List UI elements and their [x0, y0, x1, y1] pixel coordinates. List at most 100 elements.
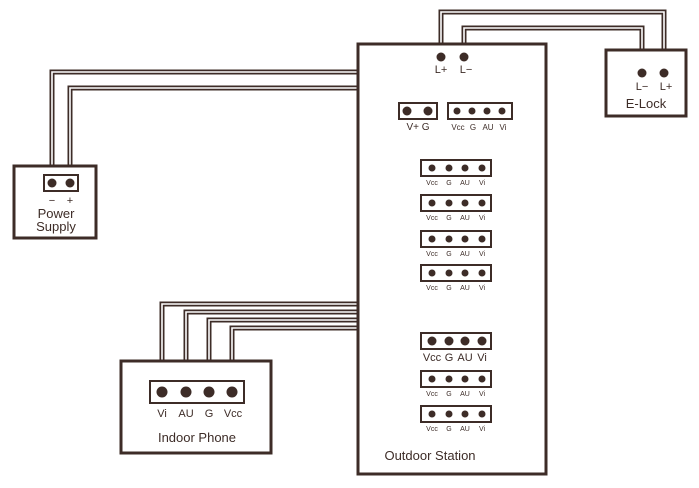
indoor-port-1-pin — [461, 164, 469, 172]
indoor-port-4-label: AU — [460, 285, 470, 292]
indoor-port-1-label: AU — [460, 180, 470, 187]
psu-plus-label: + — [67, 195, 73, 207]
lock-terminals: L+ L− — [435, 52, 473, 76]
port-top-vi: Vi — [500, 123, 507, 132]
indoor-port-5-pin — [444, 336, 454, 346]
port-top-g: G — [470, 123, 476, 132]
indoor-port-5-pin — [460, 336, 470, 346]
indoor-port-2-pin — [461, 199, 469, 207]
indoor-port-4-pin — [428, 269, 436, 277]
indoor-port-1-label: Vi — [479, 180, 486, 187]
indoor-port-7-label: Vcc — [426, 426, 438, 433]
psu-label-line2: Supply — [36, 219, 76, 234]
indoor-phone: Vi AU G Vcc Indoor Phone — [119, 359, 273, 455]
indoor-port-3-pin — [478, 235, 486, 243]
indoor-port-2-label: G — [446, 215, 451, 222]
phone-vi-label: Vi — [157, 408, 167, 420]
wire-lock-plus — [438, 9, 667, 72]
indoor-port-3 — [420, 230, 492, 248]
indoor-port-1-label: G — [446, 180, 451, 187]
lock-plus-terminal — [436, 52, 446, 62]
indoor-port-2-pin — [428, 199, 436, 207]
elock-label: E-Lock — [626, 96, 667, 111]
indoor-port-3-pin — [445, 235, 453, 243]
indoor-port-6-pin — [461, 375, 469, 383]
phone-g-label: G — [205, 408, 214, 420]
indoor-port-1 — [420, 159, 492, 177]
power-supply: − + Power Supply — [12, 164, 98, 240]
indoor-port-4-pin — [461, 269, 469, 277]
indoor-port-7-label: AU — [460, 426, 470, 433]
indoor-port-3-pin — [461, 235, 469, 243]
indoor-port-3-pin — [428, 235, 436, 243]
indoor-port-5 — [420, 332, 492, 350]
elock-minus-label: L− — [636, 81, 649, 93]
indoor-port-6-label: AU — [460, 391, 470, 398]
power-connector: V+ G — [398, 102, 438, 133]
psu-label-line1: Power — [38, 206, 76, 221]
psu-plus-pin — [65, 178, 75, 188]
indoor-port-7-pin — [461, 410, 469, 418]
indoor-port-4-pin — [478, 269, 486, 277]
psu-minus-pin — [47, 178, 57, 188]
indoor-port-3-label: Vcc — [426, 251, 438, 258]
phone-vcc-label: Vcc — [224, 408, 243, 420]
port-top: Vcc G AU Vi — [447, 102, 513, 132]
indoor-port-1-pin — [445, 164, 453, 172]
phone-au-pin — [180, 386, 192, 398]
indoor-port-7-label: Vi — [479, 426, 486, 433]
indoor-port-3-label: Vi — [479, 251, 486, 258]
phone-g-pin — [203, 386, 215, 398]
indoor-port-4-label: Vcc — [426, 285, 438, 292]
indoor-port-6-pin — [478, 375, 486, 383]
indoor-port-2-label: Vcc — [426, 215, 438, 222]
indoor-port-2-label: AU — [460, 215, 470, 222]
elock-plus-terminal — [659, 68, 669, 78]
indoor-port-7-label: G — [446, 426, 451, 433]
lock-plus-label: L+ — [435, 64, 448, 76]
indoor-port-3-label: AU — [460, 251, 470, 258]
indoor-port-1-pin — [428, 164, 436, 172]
lock-minus-terminal — [459, 52, 469, 62]
elock-minus-terminal — [637, 68, 647, 78]
indoor-port-5-pin — [477, 336, 487, 346]
indoor-port-7-pin — [428, 410, 436, 418]
indoor-port-6-label: Vcc — [426, 391, 438, 398]
power-connector-label: V+ G — [406, 122, 429, 133]
port-top-vcc: Vcc — [451, 123, 464, 132]
lock-minus-label: L− — [460, 64, 473, 76]
e-lock: L− L+ E-Lock — [604, 48, 688, 118]
elock-plus-label: L+ — [660, 81, 673, 93]
indoor-port-4-label: Vi — [479, 285, 486, 292]
indoor-port-4 — [420, 264, 492, 282]
indoor-port-5-label: G — [445, 352, 454, 364]
indoor-port-5-label: AU — [457, 352, 472, 364]
phone-vcc-pin — [226, 386, 238, 398]
g-pin — [423, 106, 433, 116]
indoor-port-5-label: Vi — [477, 352, 487, 364]
indoor-port-7-pin — [478, 410, 486, 418]
indoor-port-6-pin — [428, 375, 436, 383]
indoor-port-1-label: Vcc — [426, 180, 438, 187]
indoor-port-2 — [420, 194, 492, 212]
indoor-phone-label: Indoor Phone — [158, 430, 236, 445]
indoor-port-4-label: G — [446, 285, 451, 292]
indoor-port-2-label: Vi — [479, 215, 486, 222]
indoor-port-3-label: G — [446, 251, 451, 258]
indoor-port-6-label: G — [446, 391, 451, 398]
indoor-port-1-pin — [478, 164, 486, 172]
indoor-port-6-label: Vi — [479, 391, 486, 398]
outdoor-station-label: Outdoor Station — [384, 448, 475, 463]
phone-vi-pin — [156, 386, 168, 398]
indoor-port-7 — [420, 405, 492, 423]
indoor-port-5-label: Vcc — [423, 352, 442, 364]
phone-au-label: AU — [178, 408, 193, 420]
port-top-au: AU — [482, 123, 493, 132]
indoor-port-6 — [420, 370, 492, 388]
indoor-port-4-pin — [445, 269, 453, 277]
indoor-port-7-pin — [445, 410, 453, 418]
indoor-port-6-pin — [445, 375, 453, 383]
indoor-port-2-pin — [445, 199, 453, 207]
